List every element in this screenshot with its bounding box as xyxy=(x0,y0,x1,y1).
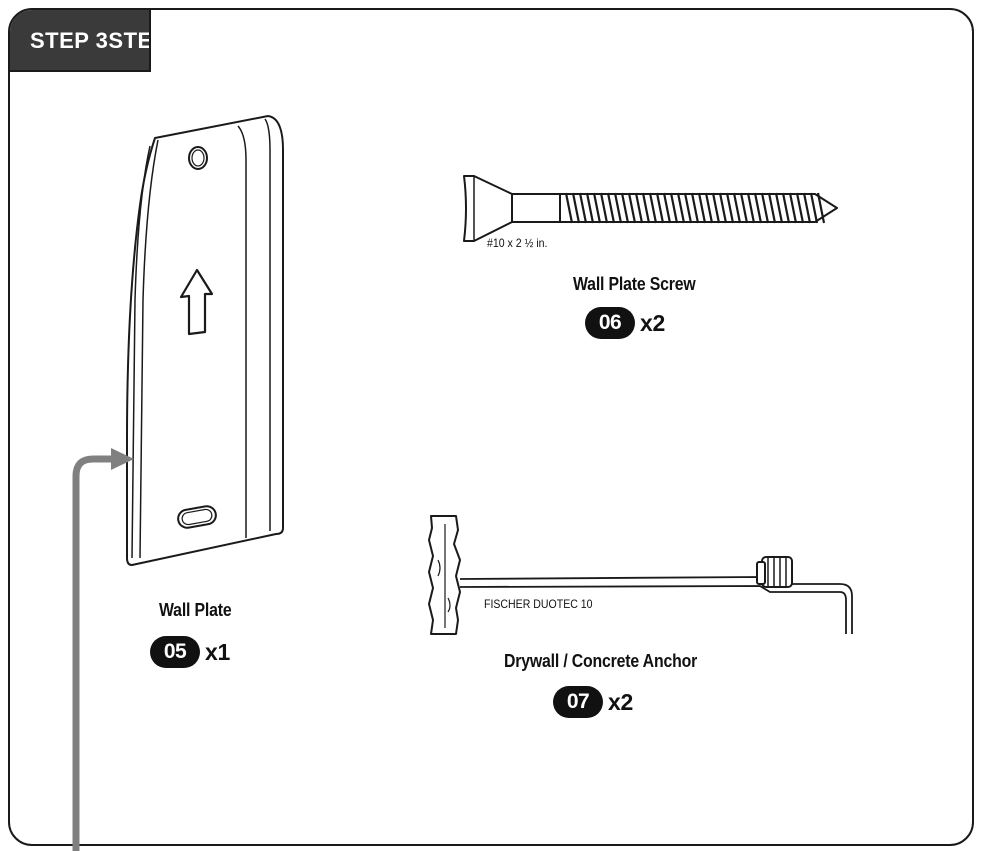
screw-thread xyxy=(767,192,777,224)
wall-plate-part: 05 x1 xyxy=(150,635,230,669)
part-quantity: x2 xyxy=(608,688,633,715)
screw-thread xyxy=(676,192,686,224)
step-tab: STEP 3STEP 3 xyxy=(10,10,151,72)
screw-thread xyxy=(564,192,574,224)
screw-thread xyxy=(648,192,658,224)
drywall-concrete-anchor-part: 07 x2 xyxy=(553,685,633,719)
screw-thread xyxy=(613,192,623,224)
part-number-badge: 06 xyxy=(585,307,635,339)
screw-thread xyxy=(662,192,672,224)
screw-thread xyxy=(816,192,826,224)
screw-thread xyxy=(781,192,791,224)
screw-thread xyxy=(732,192,742,224)
wall-plate-screw-part: 06 x2 xyxy=(585,306,665,340)
pointer-arrow-icon xyxy=(72,448,134,851)
drywall-concrete-anchor-name: Drywall / Concrete Anchor xyxy=(504,651,698,671)
screw-thread xyxy=(711,192,721,224)
screw-thread xyxy=(739,192,749,224)
screw-thread xyxy=(753,192,763,224)
wall-plate-screw-drawing xyxy=(463,175,838,242)
part-quantity: x2 xyxy=(640,309,665,336)
screw-thread xyxy=(795,192,805,224)
screw-thread xyxy=(725,192,735,224)
step-label: STEP 3STEP 3 xyxy=(30,28,149,53)
screw-thread xyxy=(669,192,679,224)
screw-thread xyxy=(809,192,819,224)
wall-plate-screw-name: Wall Plate Screw xyxy=(573,274,696,294)
screw-thread xyxy=(760,192,770,224)
screw-size-label: #10 x 2 ½ in. xyxy=(487,236,548,250)
part-number-badge: 05 xyxy=(150,636,200,668)
screw-thread xyxy=(774,192,784,224)
screw-thread xyxy=(606,192,616,224)
screw-thread xyxy=(571,192,581,224)
screw-thread xyxy=(578,192,588,224)
anchor-marking: FISCHER DUOTEC 10 xyxy=(484,597,593,611)
wall-plate-name: Wall Plate xyxy=(159,600,232,620)
part-number-badge: 07 xyxy=(553,686,603,718)
screw-thread xyxy=(746,192,756,224)
screw-thread xyxy=(641,192,651,224)
screw-thread xyxy=(585,192,595,224)
screw-thread xyxy=(634,192,644,224)
wall-plate-drawing xyxy=(126,115,284,566)
screw-thread xyxy=(683,192,693,224)
screw-thread xyxy=(620,192,630,224)
screw-threads xyxy=(564,192,826,224)
screw-thread xyxy=(697,192,707,224)
part-quantity: x1 xyxy=(205,638,230,665)
screw-thread xyxy=(718,192,728,224)
screw-thread xyxy=(592,192,602,224)
screw-thread xyxy=(655,192,665,224)
screw-thread xyxy=(599,192,609,224)
screw-thread xyxy=(802,192,812,224)
drywall-concrete-anchor-drawing xyxy=(428,515,853,635)
screw-thread xyxy=(788,192,798,224)
screw-thread xyxy=(690,192,700,224)
screw-thread xyxy=(627,192,637,224)
screw-thread xyxy=(704,192,714,224)
